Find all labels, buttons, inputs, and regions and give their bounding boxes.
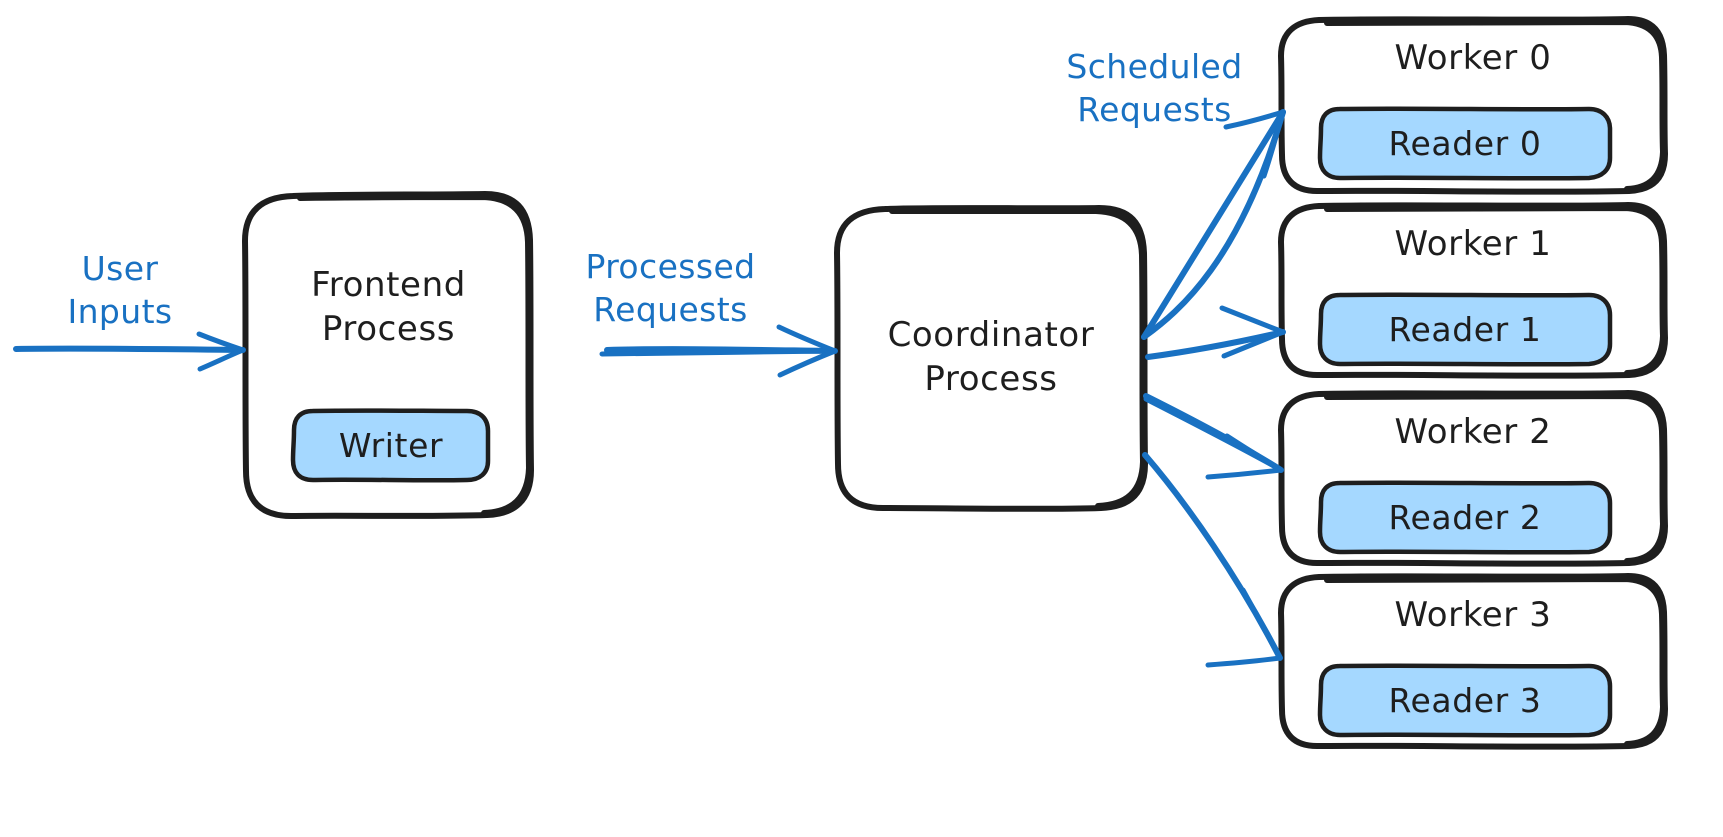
arrow-to-worker-3 [1142,452,1283,668]
arrow-processed-requests [599,324,838,378]
reader-2-chip[interactable] [1317,480,1613,555]
arrow-user-inputs [13,331,246,372]
writer-chip[interactable] [290,408,491,483]
arrow-to-worker-0 [1141,109,1286,340]
reader-3-chip[interactable] [1317,663,1613,738]
arrow-to-worker-2 [1143,393,1284,480]
reader-0-chip[interactable] [1317,106,1613,181]
reader-1-chip[interactable] [1317,292,1613,367]
arrow-to-worker-1 [1145,305,1286,360]
coordinator-process-node[interactable] [834,205,1148,512]
